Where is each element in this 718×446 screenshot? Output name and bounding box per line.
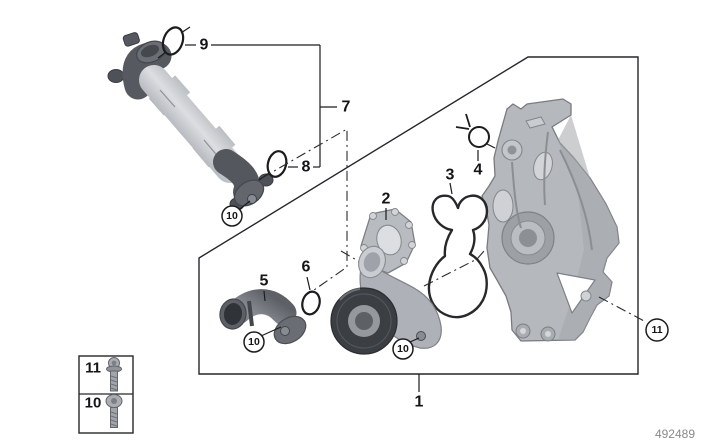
pump-inlet-bore	[363, 252, 381, 272]
pump-bolt-hole-1	[369, 212, 377, 220]
bolt10-torx	[111, 398, 117, 404]
pump-flange-opening	[376, 224, 402, 256]
clip-ring	[468, 126, 490, 148]
housing-rib-2	[543, 131, 549, 206]
pipe-collar-upper	[148, 75, 191, 116]
bolt10-thread-2	[110, 415, 118, 419]
pump-bolt-hole-2	[391, 208, 399, 216]
clip-tick	[486, 143, 496, 149]
o-ring-8	[266, 150, 288, 178]
pipe-top-lug	[122, 32, 140, 47]
circled-10-connector-label: 10	[248, 336, 260, 348]
leader-callout-6	[306, 276, 311, 291]
pump-bolt-hole-5	[400, 257, 408, 265]
connector-bolt	[280, 326, 290, 336]
pump-bolt-hole-4	[408, 241, 416, 249]
connector-clamp-band	[247, 300, 254, 327]
leader-circled-11	[598, 296, 647, 323]
circled-callout-pipe-bolt[interactable]: 10	[221, 200, 251, 227]
o-ring-6	[301, 290, 321, 316]
o-ring-9-leader	[157, 51, 167, 59]
housing-foot-hole-left	[520, 328, 526, 334]
bracket-7-8-9	[185, 44, 337, 168]
legend-box: 11 10	[78, 355, 134, 434]
clip-prong-2	[465, 113, 471, 128]
pulley	[330, 287, 398, 355]
circled-10-pump-ring	[392, 338, 414, 360]
bolt11-thread-4	[110, 387, 118, 391]
pipe-top-port-bore	[140, 44, 160, 58]
housing-foot-hole-right	[545, 331, 551, 337]
pipe-elbow-lug	[107, 69, 125, 83]
circled-callout-pump-bolt[interactable]: 10	[392, 337, 420, 360]
pulley-groove	[336, 293, 392, 349]
housing-arm-hole	[580, 290, 592, 302]
pump-bolt-hole-3	[405, 221, 413, 229]
water-pump	[330, 208, 442, 355]
circled-10-pipe-ring	[221, 205, 243, 227]
circled-10-pipe-leader	[239, 200, 251, 210]
axis-line-pipe-to-connector	[261, 128, 348, 291]
circled-10-pump-leader	[409, 337, 420, 343]
bolt11-torx	[111, 360, 117, 366]
callout-7[interactable]: 7	[342, 99, 351, 116]
leader-callout-5	[263, 290, 266, 302]
pulley-bore	[355, 312, 373, 330]
callout-2[interactable]: 2	[382, 191, 391, 208]
coolant-pipe-assembly	[107, 32, 274, 211]
housing-left-window	[492, 189, 514, 223]
circled-10-connector-ring	[243, 331, 265, 353]
circled-callout-connector-bolt[interactable]: 10	[243, 326, 282, 353]
o-ring-9-tick	[180, 26, 191, 34]
bolt10-thread-4	[110, 423, 118, 427]
assembly-group-box	[198, 56, 639, 375]
legend-num-11: 11	[85, 360, 101, 377]
legend-row-10[interactable]: 10	[85, 394, 123, 428]
circled-11-ring	[645, 318, 669, 342]
callout-6[interactable]: 6	[302, 259, 311, 276]
housing-top-boss	[525, 116, 546, 129]
bolt11-thread-1	[110, 375, 118, 379]
diagram-number: 492489	[655, 427, 695, 441]
circled-callout-mount-bracket[interactable]: 11	[645, 318, 669, 342]
connector-socket-bore	[223, 303, 243, 325]
leader-callout-3	[449, 182, 453, 195]
circled-10-pump-label: 10	[397, 343, 409, 355]
callout-3[interactable]: 3	[446, 167, 455, 184]
connector-flange	[273, 315, 307, 345]
legend-num-10: 10	[85, 395, 102, 412]
clip-prong-1	[455, 126, 470, 130]
circled-10-pipe-label: 10	[226, 210, 238, 222]
connector-pipe	[219, 289, 307, 345]
bolt11-thread-2	[110, 379, 118, 383]
pulley-highlight	[339, 288, 361, 301]
callout-9[interactable]: 9	[200, 37, 209, 54]
housing-upper-boss-hole	[507, 145, 517, 155]
callout-8[interactable]: 8	[302, 159, 311, 176]
circled-10-connector-leader	[260, 326, 282, 337]
mounting-bracket-housing	[481, 98, 620, 342]
housing-pump-bore-center	[519, 229, 537, 247]
pan-head-bolt-icon	[105, 394, 123, 428]
bolt10-thread-1	[110, 411, 118, 415]
housing-rib-3	[559, 149, 593, 251]
legend-row-11[interactable]: 11	[85, 357, 122, 392]
bolt11-thread-3	[110, 383, 118, 387]
bolt10-thread-3	[110, 419, 118, 423]
callout-1[interactable]: 1	[415, 394, 424, 411]
circled-11-label: 11	[651, 324, 662, 336]
callout-4[interactable]: 4	[474, 162, 483, 179]
pipe-collar-edge-1	[159, 89, 176, 108]
torx-flange-bolt-icon	[106, 357, 122, 392]
retaining-clip	[455, 113, 496, 161]
callout-5[interactable]: 5	[260, 273, 269, 290]
housing-rib-1	[511, 161, 522, 229]
o-ring-9	[161, 26, 185, 56]
pump-gasket	[427, 194, 489, 319]
